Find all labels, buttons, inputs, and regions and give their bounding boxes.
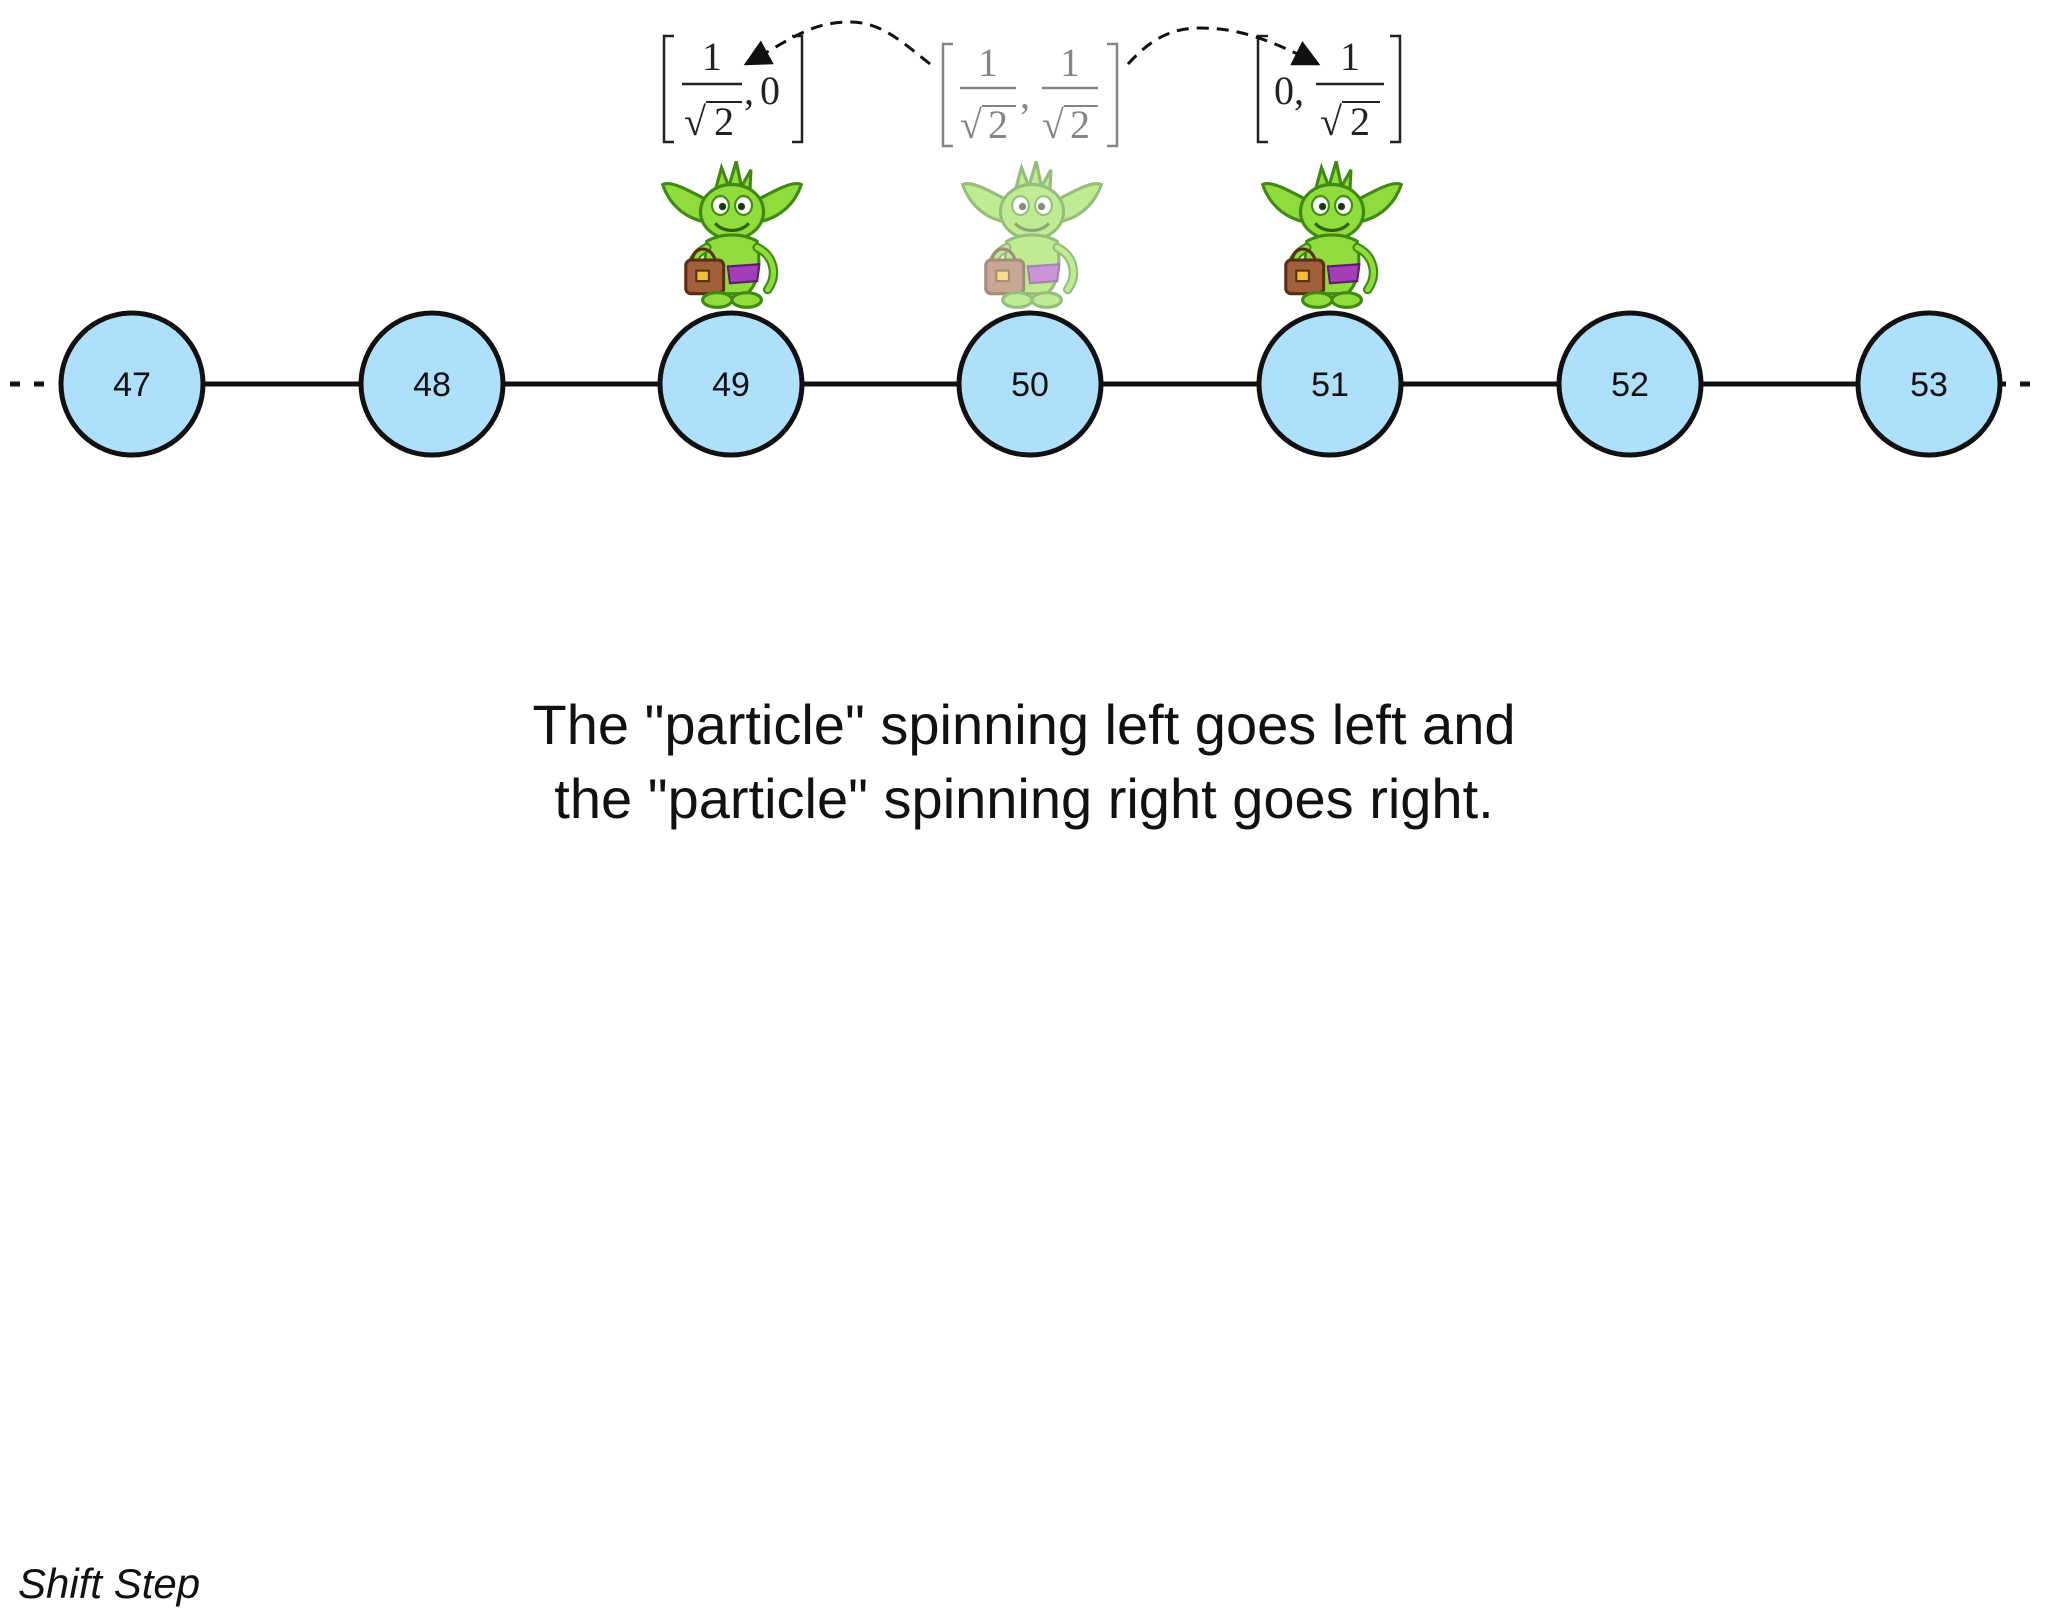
node-circle bbox=[1256, 310, 1404, 458]
node-circle bbox=[358, 310, 506, 458]
node-circle bbox=[1556, 310, 1704, 458]
footer-step-label: Shift Step bbox=[18, 1560, 201, 1607]
right-bracket bbox=[1390, 34, 1402, 144]
radical-sign: √ bbox=[1320, 99, 1342, 144]
node-label: 53 bbox=[1910, 366, 1948, 404]
left-bracket bbox=[941, 42, 953, 148]
second-component: 0 bbox=[760, 68, 780, 113]
node-label: 49 bbox=[712, 366, 750, 404]
lattice-node-53: 53 bbox=[1855, 310, 2003, 458]
node-label: 50 bbox=[1011, 366, 1049, 404]
lattice-node-47: 47 bbox=[58, 310, 206, 458]
radical-sign: √ bbox=[960, 102, 982, 147]
right-bracket bbox=[792, 34, 804, 144]
comma: , bbox=[744, 68, 754, 113]
shift-left-arrow bbox=[743, 20, 931, 66]
numerator: 1 bbox=[978, 40, 998, 85]
goblin-at-50-faded bbox=[963, 161, 1102, 307]
state-vector-49: 1 √ 2 , 0 bbox=[662, 34, 804, 144]
left-bracket bbox=[662, 34, 674, 144]
node-label: 47 bbox=[113, 366, 151, 404]
node-label: 52 bbox=[1611, 366, 1649, 404]
radical-sign: √ bbox=[684, 99, 706, 144]
node-circle bbox=[58, 310, 206, 458]
shift-right-arrow bbox=[1126, 26, 1321, 66]
caption: The "particle" spinning left goes left a… bbox=[324, 688, 1724, 836]
caption-line-1: The "particle" spinning left goes left a… bbox=[532, 693, 1516, 756]
state-vector-50-faded: 1 √ 2 , 1 √ 2 bbox=[941, 40, 1119, 148]
comma: , bbox=[1294, 68, 1304, 113]
lattice-node-52: 52 bbox=[1556, 310, 1704, 458]
radicand: 2 bbox=[714, 99, 734, 144]
numerator: 1 bbox=[702, 34, 722, 79]
radical-sign: √ bbox=[1042, 102, 1064, 147]
right-bracket bbox=[1107, 42, 1119, 148]
goblin-at-51 bbox=[1263, 161, 1402, 307]
node-label: 48 bbox=[413, 366, 451, 404]
first-component: 0 bbox=[1274, 68, 1294, 113]
caption-line-2: the "particle" spinning right goes right… bbox=[554, 767, 1494, 830]
comma: , bbox=[1020, 72, 1030, 117]
node-circle bbox=[657, 310, 805, 458]
node-circle bbox=[1855, 310, 2003, 458]
lattice-node-51: 51 bbox=[1256, 310, 1404, 458]
radicand: 2 bbox=[988, 102, 1008, 147]
lattice-node-50: 50 bbox=[956, 310, 1104, 458]
lattice-node-49: 49 bbox=[657, 310, 805, 458]
left-bracket bbox=[1256, 34, 1268, 144]
numerator: 1 bbox=[1060, 40, 1080, 85]
goblin-at-49 bbox=[663, 161, 802, 307]
node-circle bbox=[956, 310, 1104, 458]
numerator: 1 bbox=[1340, 34, 1360, 79]
radicand: 2 bbox=[1350, 99, 1370, 144]
node-label: 51 bbox=[1311, 366, 1349, 404]
radicand: 2 bbox=[1070, 102, 1090, 147]
state-vector-51: 0 , 1 √ 2 bbox=[1256, 34, 1402, 144]
lattice-node-48: 48 bbox=[358, 310, 506, 458]
